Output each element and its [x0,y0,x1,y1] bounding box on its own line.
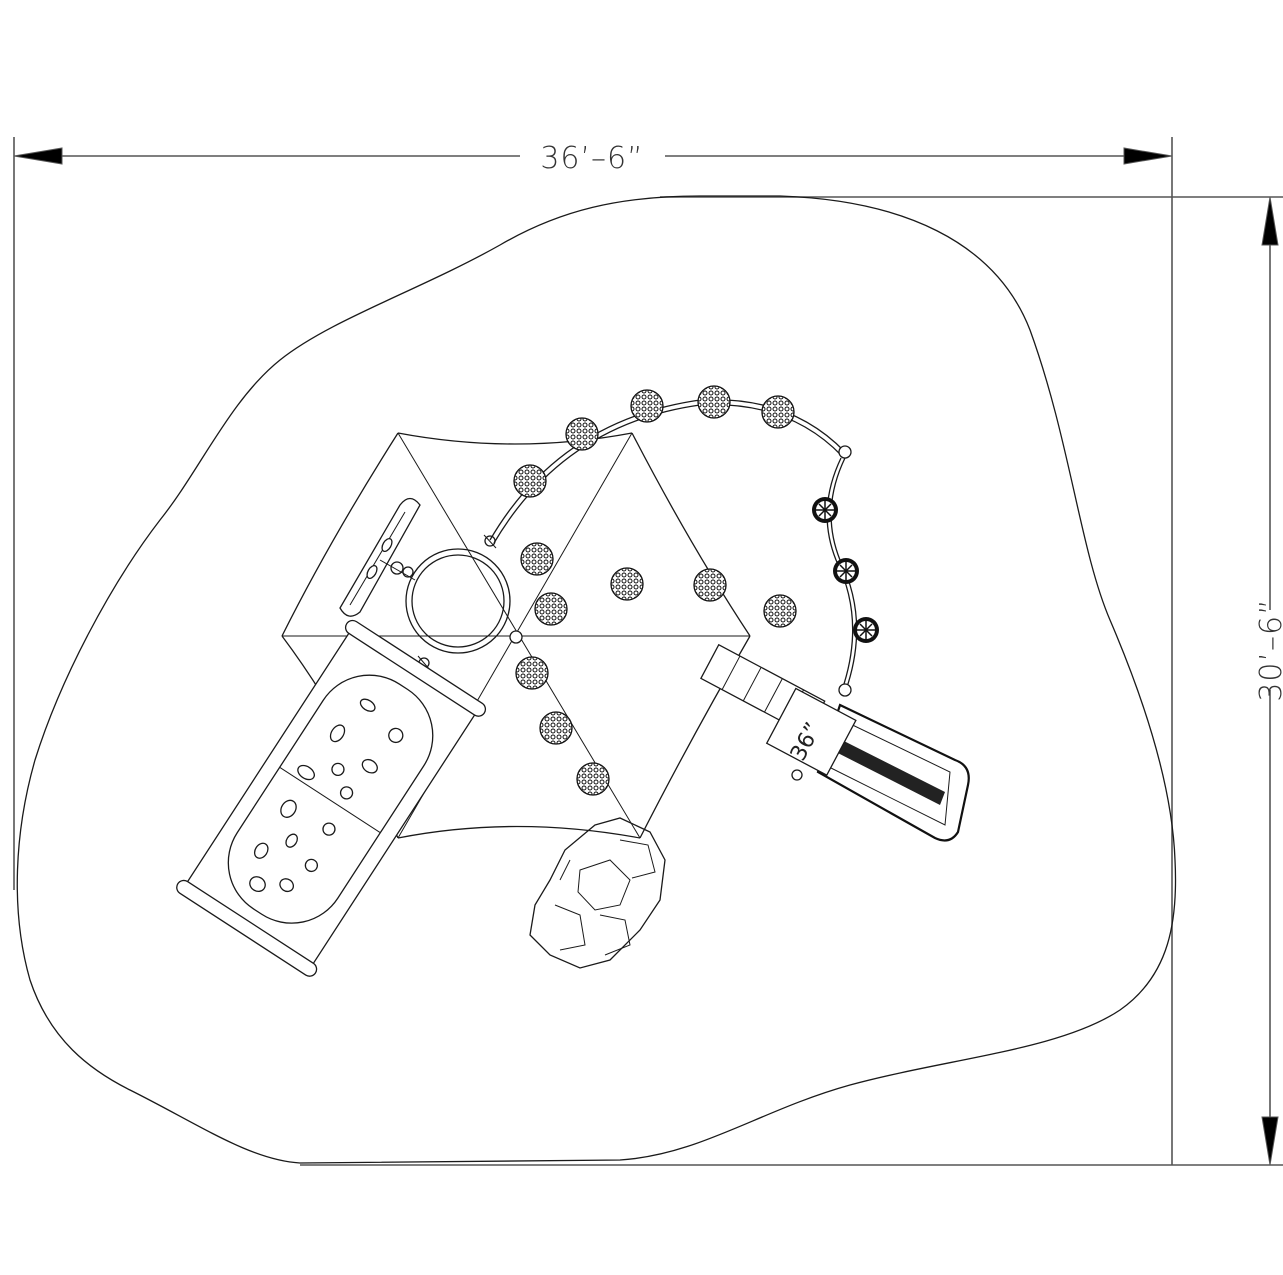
height-dimension-label: 30’–6” [1254,598,1283,701]
arrow-up-icon [1261,196,1279,246]
rock-climber [529,817,666,969]
climbing-net [176,619,487,977]
ring-climber [405,534,523,671]
post [791,769,803,781]
arrow-down-icon [1261,1116,1279,1166]
width-dimension [13,137,1173,1165]
arrow-left-icon [13,147,63,165]
width-dimension-label: 36’–6” [540,141,643,176]
slide [816,703,970,842]
stepping-pods [513,385,797,796]
horizontal-ladder [339,497,421,617]
wheel-balance-path [811,496,880,644]
deck-platform [765,687,857,777]
arrow-right-icon [1123,147,1173,165]
height-dimension [300,196,1283,1166]
use-zone-outline [16,195,1177,1164]
